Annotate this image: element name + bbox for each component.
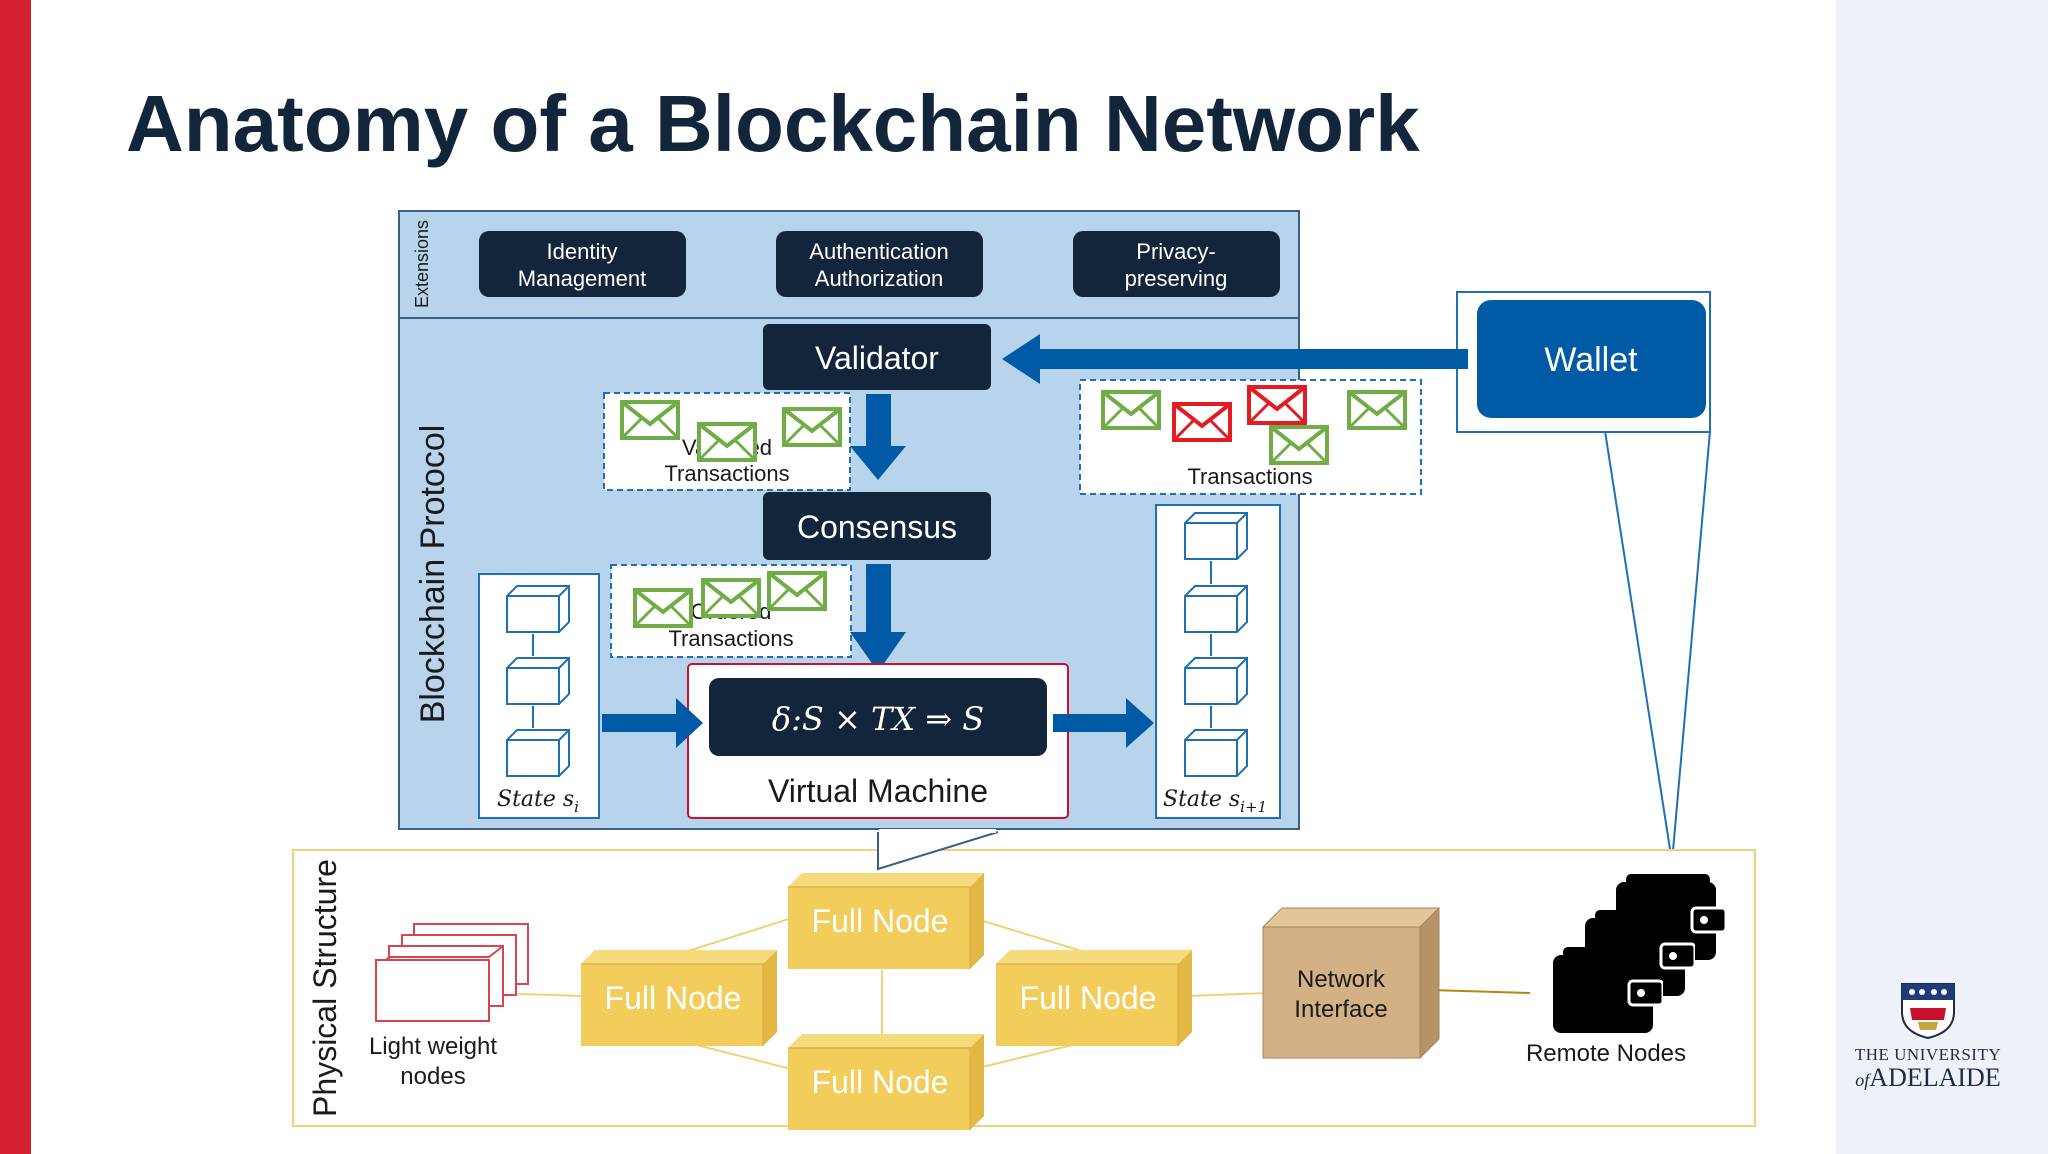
state-right: State si+1 — [1155, 504, 1281, 819]
slide-title: Anatomy of a Blockchain Network — [126, 79, 1420, 168]
svg-text:Network: Network — [1297, 966, 1386, 993]
wallet-to-validator-arrow — [1002, 334, 1468, 384]
wallet-box: Wallet — [1477, 300, 1706, 418]
validator-to-consensus-arrow — [850, 394, 906, 480]
svg-text:Remote Nodes: Remote Nodes — [1526, 1040, 1686, 1067]
network-interface-box: Network Interface — [1261, 906, 1441, 1060]
privacy-preserving-box: Privacy- preserving — [1073, 231, 1280, 297]
svg-text:Light weight: Light weight — [369, 1033, 497, 1060]
blockchain-protocol-label: Blockchain Protocol — [414, 425, 452, 724]
light-weight-nodes: Light weight nodes — [369, 923, 529, 1090]
vm-formula: δ:S × TX ⇒ S — [772, 700, 984, 738]
logo-line1: THE UNIVERSITY — [1854, 1045, 2002, 1064]
ordered-transactions: Ordered Transactions — [610, 564, 852, 658]
svg-text:Authentication: Authentication — [809, 239, 948, 264]
consensus-box: Consensus — [763, 492, 991, 560]
side-panel — [1836, 0, 2048, 1154]
svg-text:Wallet: Wallet — [1544, 341, 1638, 379]
svg-text:Identity: Identity — [547, 239, 618, 264]
remote-nodes: Remote Nodes — [1526, 874, 1726, 1067]
validator-box: Validator — [763, 324, 991, 390]
svg-text:nodes: nodes — [400, 1063, 465, 1090]
identity-management-box: Identity Management — [479, 231, 686, 297]
university-logo: THE UNIVERSITY ofADELAIDE — [1828, 978, 2028, 1093]
full-node-right: Full Node — [996, 950, 1192, 1046]
validated-transactions: Validated Transactions — [603, 392, 851, 491]
full-node-top: Full Node — [788, 873, 984, 969]
accent-bar — [0, 0, 31, 1154]
svg-text:Validator: Validator — [815, 340, 939, 376]
svg-text:Full Node: Full Node — [605, 980, 742, 1016]
svg-text:Full Node: Full Node — [812, 903, 949, 939]
authentication-authorization-box: Authentication Authorization — [776, 231, 983, 297]
svg-text:Transactions: Transactions — [664, 461, 789, 486]
svg-text:Transactions: Transactions — [1187, 464, 1312, 489]
state-to-vm-arrow — [602, 698, 703, 748]
university-crest-icon — [1901, 983, 1955, 1040]
physical-structure-label: Physical Structure — [307, 859, 343, 1117]
svg-text:Consensus: Consensus — [797, 509, 957, 545]
logo-line2: ofADELAIDE — [1855, 1063, 2001, 1092]
full-node-bottom: Full Node — [788, 1034, 984, 1130]
transactions-pool: Transactions — [1079, 379, 1422, 495]
svg-text:preserving: preserving — [1125, 266, 1228, 291]
svg-text:Authorization: Authorization — [815, 266, 943, 291]
vm-label: Virtual Machine — [768, 773, 988, 809]
svg-text:State si: State si — [497, 787, 579, 816]
svg-text:Full Node: Full Node — [1020, 980, 1157, 1016]
svg-text:Full Node: Full Node — [812, 1064, 949, 1100]
consensus-to-vm-arrow — [850, 564, 906, 672]
svg-text:Interface: Interface — [1294, 996, 1387, 1023]
svg-text:State si+1: State si+1 — [1163, 787, 1267, 816]
svg-text:Privacy-: Privacy- — [1136, 239, 1215, 264]
full-node-left: Full Node — [581, 950, 777, 1046]
virtual-machine-box: δ:S × TX ⇒ S Virtual Machine — [687, 663, 1069, 819]
extensions-label: Extensions — [412, 220, 432, 308]
svg-text:Management: Management — [518, 266, 646, 291]
state-left: State si — [478, 573, 600, 819]
vm-to-state-arrow — [1053, 698, 1154, 748]
svg-text:Transactions: Transactions — [668, 626, 793, 651]
